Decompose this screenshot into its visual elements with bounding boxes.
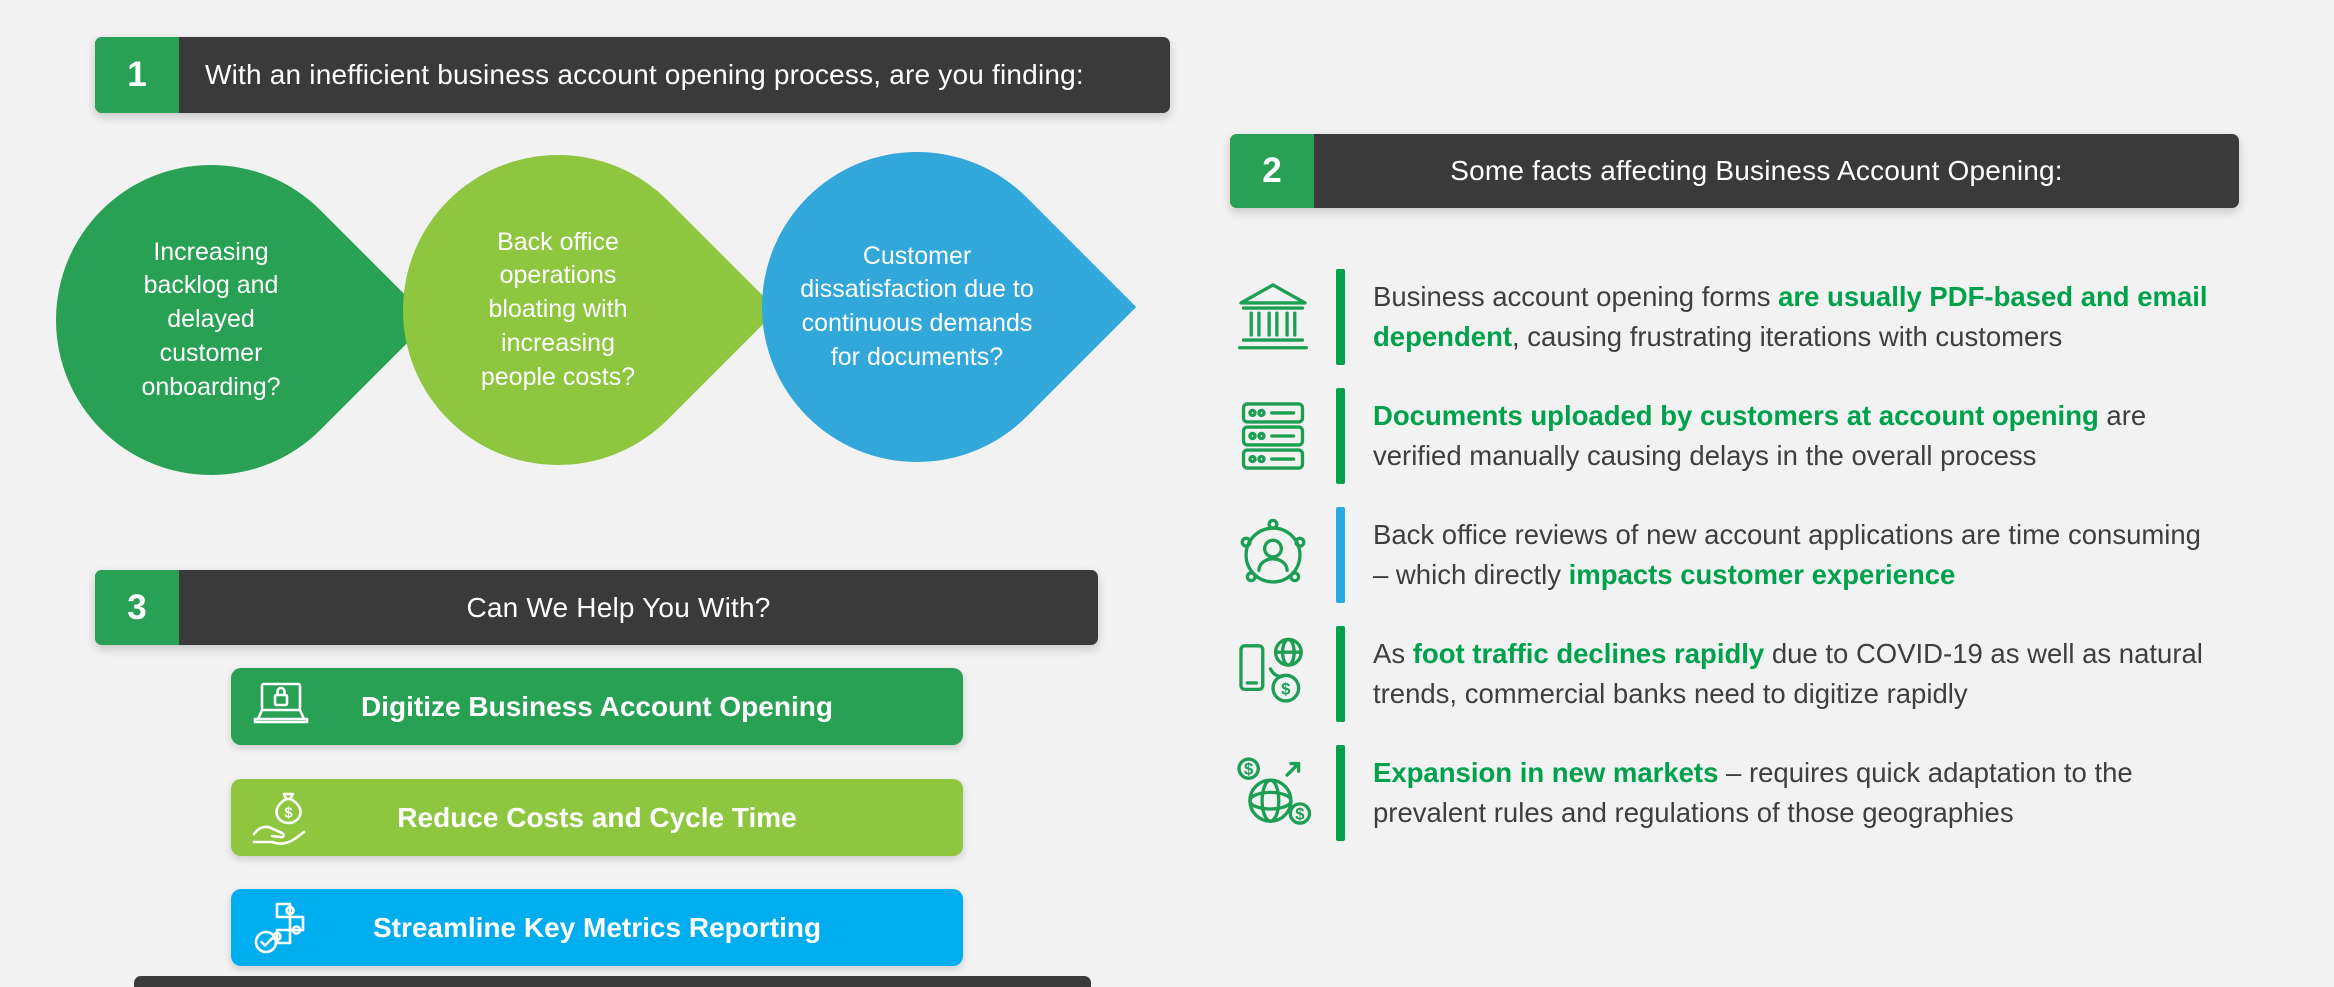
section-3-header: 3 Can We Help You With? [95, 570, 1098, 645]
server-icon [1230, 393, 1316, 479]
section-1-header: 1 With an inefficient business account o… [95, 37, 1170, 113]
person-network-icon [1230, 512, 1316, 598]
globe-currency-icon: $ $ [1230, 750, 1316, 836]
fact-row: $ $ Expansion in new markets – requires … [1230, 745, 2240, 841]
fact-accent-bar [1336, 388, 1345, 484]
svg-text:$: $ [1244, 759, 1254, 778]
cta-label: Digitize Business Account Opening [361, 690, 833, 722]
facts-list: Business account opening forms are usual… [1230, 269, 2240, 864]
bank-icon [1230, 274, 1316, 360]
partial-section-bar [134, 976, 1091, 987]
section-3-number: 3 [95, 570, 179, 645]
drop-customer-dissatisfaction: Customer dissatisfaction due to continuo… [697, 87, 1137, 527]
drop-text: Increasing backlog and delayed customer … [141, 237, 281, 401]
fact-text: As foot traffic declines rapidly due to … [1373, 638, 2203, 709]
fact-text: Documents uploaded by customers at accou… [1373, 400, 2147, 471]
streamline-reporting-button[interactable]: Streamline Key Metrics Reporting [231, 889, 963, 966]
fact-text: Business account opening forms are usual… [1373, 281, 2208, 352]
fact-row: $ As foot traffic declines rapidly due t… [1230, 626, 2240, 722]
fact-row: Business account opening forms are usual… [1230, 269, 2240, 365]
fact-text: Expansion in new markets – requires quic… [1373, 757, 2133, 828]
drop-text: Back office operations bloating with inc… [480, 227, 636, 391]
fact-accent-bar [1336, 507, 1345, 603]
fact-accent-bar [1336, 626, 1345, 722]
drop-increasing-backlog: Increasing backlog and delayed customer … [0, 100, 431, 540]
svg-text:$: $ [284, 804, 293, 821]
puzzle-clock-icon [249, 896, 313, 960]
fact-row: Documents uploaded by customers at accou… [1230, 388, 2240, 484]
section-2-title: Some facts affecting Business Account Op… [1450, 155, 2063, 186]
cta-label: Streamline Key Metrics Reporting [372, 911, 822, 943]
digitize-account-opening-button[interactable]: Digitize Business Account Opening [231, 668, 963, 745]
devices-globe-icon: $ [1230, 631, 1316, 717]
section-1-title: With an inefficient business account ope… [205, 59, 1084, 90]
reduce-costs-button[interactable]: $ Reduce Costs and Cycle Time [231, 779, 963, 856]
drop-back-office-costs: Back office operations bloating with inc… [338, 90, 778, 530]
money-bag-hand-icon: $ [249, 786, 313, 850]
fact-text: Back office reviews of new account appli… [1373, 519, 2201, 590]
laptop-lock-icon [249, 675, 313, 739]
drop-text: Customer dissatisfaction due to continuo… [800, 241, 1034, 371]
svg-text:$: $ [1295, 804, 1305, 823]
section-2-header: 2 Some facts affecting Business Account … [1230, 134, 2239, 208]
fact-accent-bar [1336, 269, 1345, 365]
svg-text:$: $ [1281, 680, 1291, 699]
cta-label: Reduce Costs and Cycle Time [397, 801, 797, 833]
section-3-title: Can We Help You With? [466, 591, 771, 623]
fact-accent-bar [1336, 745, 1345, 841]
fact-row: Back office reviews of new account appli… [1230, 507, 2240, 603]
section-1-number: 1 [95, 37, 179, 113]
section-2-number: 2 [1230, 134, 1314, 208]
